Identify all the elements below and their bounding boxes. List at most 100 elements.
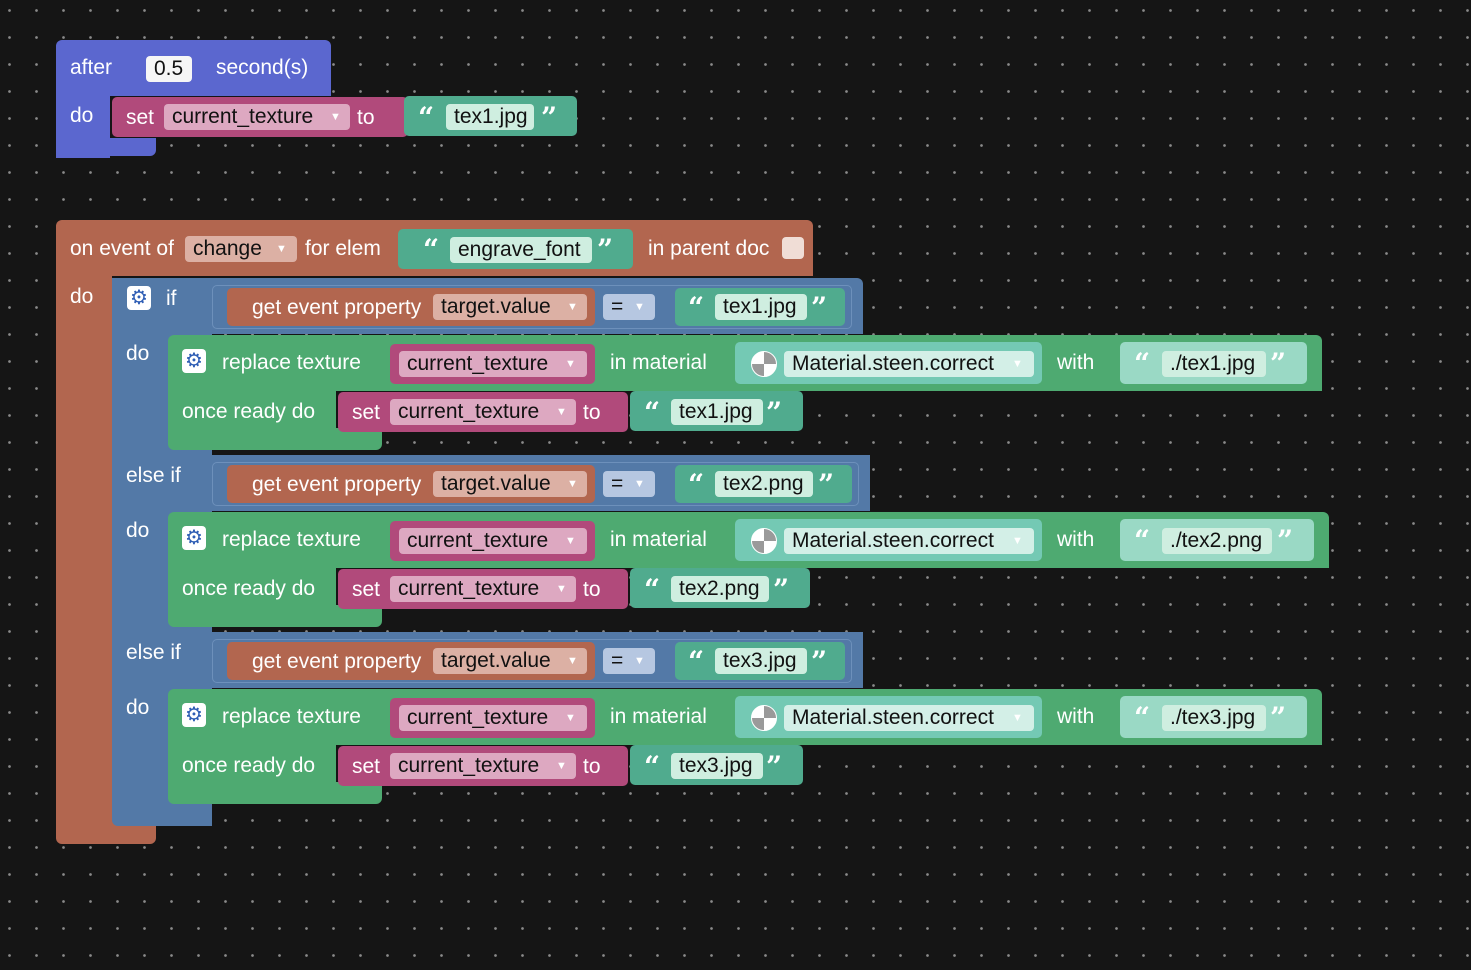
material-dropdown[interactable]: Material.steen.correct (784, 705, 1034, 731)
quote-close-icon: ” (773, 573, 790, 606)
operator-dropdown[interactable]: = (603, 294, 655, 320)
if-do-label: do (126, 342, 150, 365)
quote-close-icon: ” (811, 291, 828, 324)
text-value-field[interactable]: tex3.jpg (671, 753, 763, 779)
material-icon (751, 351, 777, 377)
get-event-property-label: get event property (252, 296, 422, 319)
variable-dropdown[interactable]: current_texture (399, 528, 587, 554)
material-icon (751, 528, 777, 554)
elem-value-field[interactable]: engrave_font (450, 237, 592, 263)
property-dropdown[interactable]: target.value (433, 471, 587, 497)
gear-icon[interactable]: ⚙ (182, 703, 206, 727)
dropdown-arrow-icon: ▼ (634, 655, 645, 667)
quote-open-icon: “ (688, 468, 705, 501)
quote-open-icon: “ (644, 750, 661, 783)
variable-name: current_texture (407, 352, 549, 375)
quote-close-icon: ” (766, 750, 783, 783)
once-ready-do-label: once ready do (182, 754, 316, 777)
replace-texture-footer (168, 605, 382, 627)
dropdown-arrow-icon: ▼ (565, 712, 576, 724)
variable-dropdown[interactable]: current_texture (390, 576, 576, 602)
quote-open-icon: “ (1134, 701, 1151, 734)
in-parent-doc-label: in parent doc (648, 237, 770, 260)
material-dropdown[interactable]: Material.steen.correct (784, 528, 1034, 554)
variable-dropdown[interactable]: current_texture (399, 705, 587, 731)
quote-close-icon: ” (1277, 524, 1294, 557)
after-label: after (70, 56, 113, 79)
dropdown-arrow-icon: ▼ (565, 535, 576, 547)
material-name: Material.steen.correct (792, 529, 994, 552)
in-material-label: in material (610, 705, 707, 728)
text-value-field[interactable]: tex1.jpg (446, 104, 534, 130)
variable-name: current_texture (172, 105, 314, 128)
event-type-name: change (193, 237, 262, 260)
property-dropdown[interactable]: target.value (433, 294, 587, 320)
with-label: with (1057, 528, 1095, 551)
path-value-field[interactable]: ./tex2.png (1162, 528, 1272, 554)
for-elem-label: for elem (305, 237, 381, 260)
operator-symbol: = (611, 472, 624, 495)
variable-dropdown[interactable]: current_texture (390, 399, 576, 425)
compare-value-field[interactable]: tex2.png (715, 471, 813, 497)
variable-dropdown[interactable]: current_texture (399, 351, 587, 377)
dropdown-arrow-icon: ▼ (567, 655, 578, 667)
compare-value-field[interactable]: tex3.jpg (715, 648, 807, 674)
seconds-input[interactable]: 0.5 (146, 56, 192, 82)
path-value-field[interactable]: ./tex1.jpg (1162, 351, 1266, 377)
quote-open-icon: “ (688, 291, 705, 324)
quote-close-icon: ” (811, 645, 828, 678)
event-do-label: do (70, 285, 94, 308)
operator-dropdown[interactable]: = (603, 648, 655, 674)
material-name: Material.steen.correct (792, 706, 994, 729)
dropdown-arrow-icon: ▼ (556, 406, 567, 418)
quote-open-icon: “ (688, 645, 705, 678)
to-label: to (357, 106, 375, 129)
set-label: set (352, 755, 381, 778)
in-material-label: in material (610, 351, 707, 374)
material-icon (751, 705, 777, 731)
dropdown-arrow-icon: ▼ (1012, 535, 1023, 547)
path-value-field[interactable]: ./tex3.jpg (1162, 705, 1266, 731)
dropdown-arrow-icon: ▼ (330, 111, 341, 123)
property-name: target.value (441, 472, 551, 495)
dropdown-arrow-icon: ▼ (276, 243, 287, 255)
replace-texture-footer (168, 782, 382, 804)
variable-dropdown[interactable]: current_texture (390, 753, 576, 779)
dropdown-arrow-icon: ▼ (567, 478, 578, 490)
quote-open-icon: “ (418, 101, 435, 134)
text-value-field[interactable]: tex1.jpg (671, 399, 763, 425)
material-dropdown[interactable]: Material.steen.correct (784, 351, 1034, 377)
in-material-label: in material (610, 528, 707, 551)
compare-value-field[interactable]: tex1.jpg (715, 294, 807, 320)
on-event-of-label: on event of (70, 237, 174, 260)
set-label: set (352, 578, 381, 601)
gear-icon[interactable]: ⚙ (182, 349, 206, 373)
replace-texture-label: replace texture (222, 528, 361, 551)
else-if-label: else if (126, 641, 181, 664)
variable-dropdown[interactable]: current_texture (164, 104, 350, 130)
gear-icon[interactable]: ⚙ (127, 286, 151, 310)
variable-name: current_texture (407, 706, 549, 729)
dropdown-arrow-icon: ▼ (634, 478, 645, 490)
dropdown-arrow-icon: ▼ (556, 760, 567, 772)
dropdown-arrow-icon: ▼ (1012, 712, 1023, 724)
operator-dropdown[interactable]: = (603, 471, 655, 497)
text-value-field[interactable]: tex2.png (671, 576, 769, 602)
replace-texture-label: replace texture (222, 705, 361, 728)
variable-name: current_texture (398, 577, 540, 600)
quote-open-icon: “ (644, 396, 661, 429)
property-dropdown[interactable]: target.value (433, 648, 587, 674)
after-block-footer (56, 138, 156, 156)
parent-doc-checkbox[interactable] (782, 237, 804, 259)
dropdown-arrow-icon: ▼ (567, 301, 578, 313)
set-label: set (352, 401, 381, 424)
quote-open-icon: “ (1134, 524, 1151, 557)
gear-icon[interactable]: ⚙ (182, 526, 206, 550)
event-type-dropdown[interactable]: change (185, 236, 297, 262)
quote-open-icon: “ (1134, 347, 1151, 380)
get-event-property-label: get event property (252, 650, 422, 673)
after-seconds-block[interactable] (56, 40, 331, 96)
quote-close-icon: ” (818, 468, 835, 501)
operator-symbol: = (611, 649, 624, 672)
get-event-property-label: get event property (252, 473, 422, 496)
